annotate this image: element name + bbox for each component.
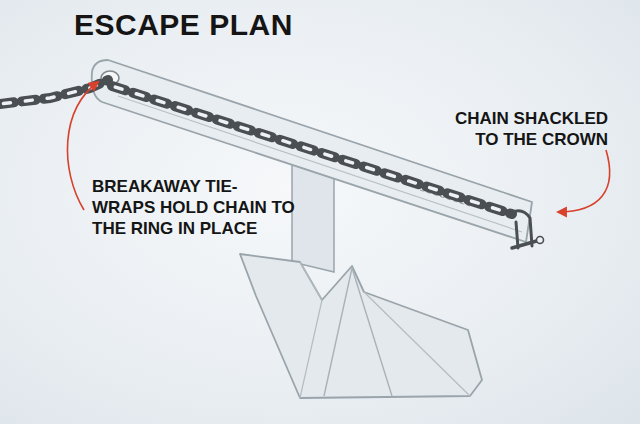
diagram-title: ESCAPE PLAN (74, 8, 293, 42)
anchor-fluke (240, 254, 482, 398)
fluke-rib (324, 268, 392, 396)
fluke-edge (300, 262, 322, 398)
shackle-pin-head (537, 237, 544, 244)
callout-label: BREAKAWAY TIE-WRAPS HOLD CHAIN TO THE RI… (92, 176, 297, 239)
shackle-pin (512, 240, 540, 248)
leader-arrow (558, 150, 610, 212)
chain-link-hole (0, 80, 512, 214)
callout-label: CHAIN SHACKLED TO THE CROWN (430, 108, 608, 150)
fluke-edge (364, 292, 470, 396)
chain (0, 80, 512, 214)
